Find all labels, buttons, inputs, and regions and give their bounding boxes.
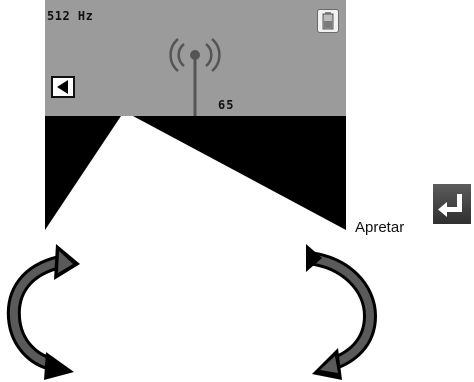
device-screen: 512 Hz 65 xyxy=(45,0,346,230)
battery-icon xyxy=(317,9,339,33)
press-instruction-label: Apretar xyxy=(355,219,405,236)
rotate-arrow-left-icon xyxy=(6,244,80,380)
enter-button[interactable] xyxy=(433,184,471,224)
back-button[interactable] xyxy=(51,76,75,98)
antenna-signal-icon xyxy=(160,26,230,116)
signal-beam-graphic xyxy=(45,116,346,230)
rotate-arrow-right-icon xyxy=(306,244,378,380)
signal-value: 65 xyxy=(218,98,235,112)
back-arrow-icon xyxy=(57,80,68,94)
enter-return-icon xyxy=(438,194,462,217)
status-panel: 512 Hz 65 xyxy=(45,0,346,116)
frequency-label: 512 Hz xyxy=(47,9,94,23)
